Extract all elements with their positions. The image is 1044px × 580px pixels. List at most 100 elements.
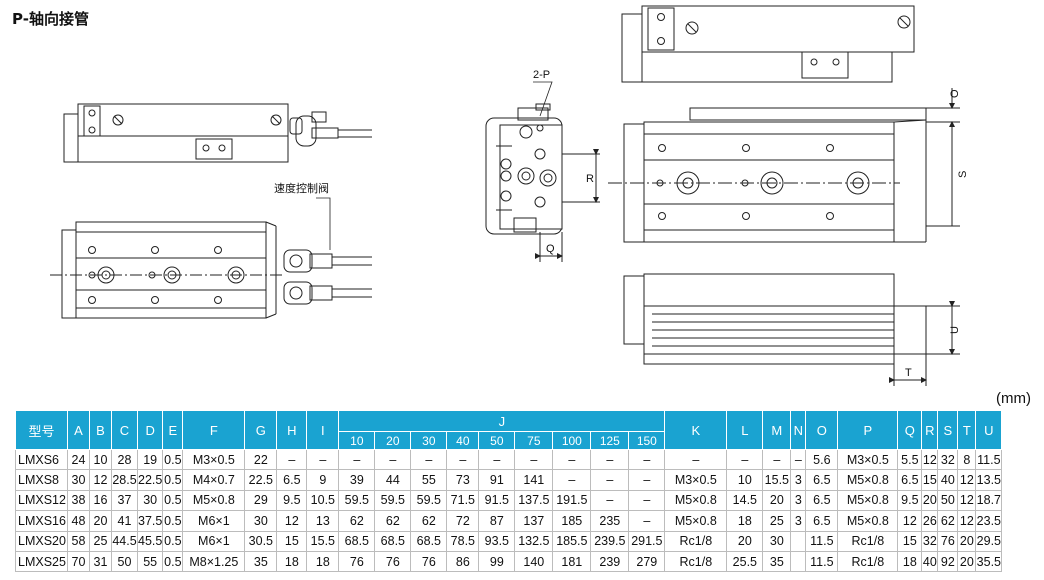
col-q: Q — [897, 410, 923, 450]
col-o: O — [805, 410, 839, 450]
table-cell: 15.5 — [762, 469, 792, 491]
table-cell: 38 — [67, 489, 90, 512]
table-cell: 18.7 — [975, 489, 1003, 512]
col-b: B — [89, 410, 112, 450]
col-s: S — [937, 410, 959, 450]
col-i: I — [306, 410, 340, 450]
table-cell: 20 — [89, 510, 112, 532]
table-cell: 70 — [67, 550, 90, 573]
table-cell: 29 — [244, 489, 278, 512]
table-cell: 11.5 — [805, 530, 839, 552]
table-cell: 62 — [338, 510, 376, 532]
table-cell: 12 — [957, 489, 977, 512]
table-cell: 37 — [111, 489, 138, 512]
table-cell: 99 — [478, 550, 516, 573]
col-model: 型号 — [15, 410, 68, 450]
model-cell: LMXS25 — [15, 550, 68, 573]
table-cell: 62 — [410, 510, 448, 532]
table-cell: 62 — [374, 510, 412, 532]
table-cell: Rc1/8 — [837, 530, 899, 552]
table-cell: M3×0.5 — [664, 469, 728, 491]
table-cell: 18 — [897, 550, 923, 573]
table-cell: 35 — [244, 550, 278, 573]
table-cell: 11.5 — [805, 550, 839, 573]
table-cell: 28 — [111, 448, 138, 471]
table-cell: 140 — [514, 550, 554, 573]
table-cell: 40 — [937, 469, 959, 491]
model-cell: LMXS8 — [15, 469, 68, 491]
table-cell: – — [552, 469, 592, 491]
table-cell: 91.5 — [478, 489, 516, 512]
table-cell: 10.5 — [306, 489, 340, 512]
col-h: H — [276, 410, 308, 450]
col-n: N — [790, 410, 807, 450]
table-cell: 35.5 — [975, 550, 1003, 573]
table-cell: 15 — [897, 530, 923, 552]
col-d: D — [136, 410, 164, 450]
table-cell: 91 — [478, 469, 516, 491]
table-cell: M8×1.25 — [182, 550, 246, 573]
table-cell: 13.5 — [975, 469, 1003, 491]
col-j-100: 100 — [552, 431, 592, 450]
table-cell: 6.5 — [276, 469, 308, 491]
table-cell: 6.5 — [805, 510, 839, 532]
col-k: K — [664, 410, 728, 450]
col-j-50: 50 — [478, 431, 516, 450]
table-cell: 73 — [446, 469, 480, 491]
table-cell: 76 — [410, 550, 448, 573]
table-cell: 22.5 — [136, 469, 164, 491]
table-cell: 235 — [590, 510, 630, 532]
col-u: U — [975, 410, 1003, 450]
col-j: J — [338, 410, 666, 432]
table-cell: 291.5 — [628, 530, 666, 552]
table-cell: – — [338, 448, 376, 471]
table-cell: 239 — [590, 550, 630, 573]
table-subheader-row: 10 20 30 40 50 75 100 125 150 — [16, 431, 1002, 450]
table-cell: 35 — [762, 550, 792, 573]
table-cell: 68.5 — [410, 530, 448, 552]
table-cell: 28.5 — [111, 469, 138, 491]
table-cell: 30 — [762, 530, 792, 552]
dim-s-label: S — [957, 171, 969, 178]
table-cell: 9.5 — [897, 489, 923, 512]
table-cell: – — [590, 469, 630, 491]
table-cell: – — [446, 448, 480, 471]
table-cell: 141 — [514, 469, 554, 491]
table-cell: – — [410, 448, 448, 471]
table-cell: 22.5 — [244, 469, 278, 491]
table-cell: 20 — [762, 489, 792, 512]
col-j-150: 150 — [628, 431, 666, 450]
table-cell: 40 — [921, 550, 939, 573]
table-cell: 239.5 — [590, 530, 630, 552]
table-cell: M6×1 — [182, 510, 246, 532]
table-cell: 26 — [921, 510, 939, 532]
table-cell: 31 — [89, 550, 112, 573]
table-cell: 9.5 — [276, 489, 308, 512]
table-cell: – — [590, 448, 630, 471]
table-cell: 62 — [937, 510, 959, 532]
table-cell: – — [664, 448, 728, 471]
table-cell: 29.5 — [975, 530, 1003, 552]
table-cell: 44 — [374, 469, 412, 491]
table-cell: 15 — [921, 469, 939, 491]
page-title: P-轴向接管 — [12, 10, 89, 28]
table-cell: 12 — [276, 510, 308, 532]
table-cell: 32 — [937, 448, 959, 471]
table-cell: 14.5 — [726, 489, 764, 512]
table-cell: 55 — [136, 550, 164, 573]
dim-r-label: R — [586, 173, 594, 185]
table-cell: 0.5 — [162, 510, 184, 532]
table-cell: 86 — [446, 550, 480, 573]
col-m: M — [762, 410, 792, 450]
col-f: F — [182, 410, 246, 450]
table-cell: 25 — [762, 510, 792, 532]
table-cell: 32 — [921, 530, 939, 552]
col-r: R — [921, 410, 939, 450]
table-cell: 8 — [957, 448, 977, 471]
table-cell: 24 — [67, 448, 90, 471]
table-cell: M6×1 — [182, 530, 246, 552]
unit-label: (mm) — [996, 390, 1031, 407]
